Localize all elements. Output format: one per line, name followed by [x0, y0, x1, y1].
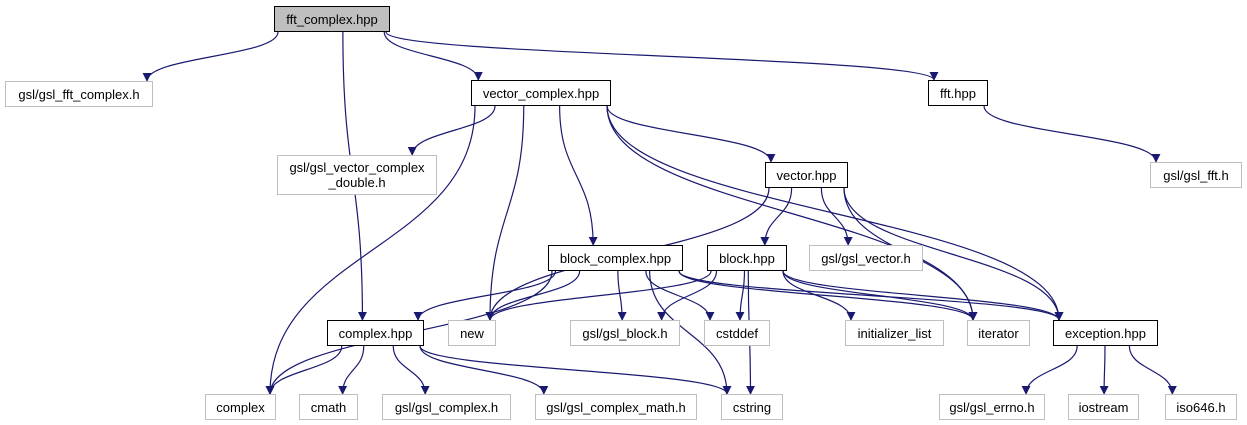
node-gsl-fft-complex-h[interactable]: gsl/gsl_fft_complex.h — [5, 81, 153, 107]
edge-vector_complex-to-new — [485, 105, 525, 321]
node-label: complex.hpp — [338, 325, 413, 341]
edge-block-to-initializer_list — [782, 270, 856, 321]
node-label: new — [460, 325, 484, 341]
node-new[interactable]: new — [448, 320, 496, 346]
node-label: vector.hpp — [776, 167, 837, 183]
edge-fft-to-gsl_fft — [983, 105, 1161, 163]
node-exception-hpp[interactable]: exception.hpp — [1053, 320, 1158, 346]
node-label: gsl/gsl_errno.h — [949, 399, 1035, 415]
node-label: block_complex.hpp — [559, 250, 672, 266]
edge-vector_complex-to-gsl_vector_complex_double — [407, 105, 496, 156]
edge-vector-to-block — [760, 187, 793, 246]
edge-block_complex-to-iterator — [678, 270, 978, 321]
node-gsl-errno-h[interactable]: gsl/gsl_errno.h — [939, 394, 1045, 420]
node-complex[interactable]: complex — [205, 394, 276, 420]
node-iostream[interactable]: iostream — [1068, 394, 1139, 420]
node-cmath[interactable]: cmath — [299, 394, 358, 420]
edge-fft_complex-to-vector_complex — [383, 31, 483, 81]
node-label: gsl/gsl_block.h — [582, 325, 668, 341]
node-vector-hpp[interactable]: vector.hpp — [765, 162, 848, 188]
node-gsl-complex-math-h[interactable]: gsl/gsl_complex_math.h — [535, 394, 697, 420]
edge-block-to-cstddef — [735, 270, 746, 321]
edge-complex_hpp-to-complex — [265, 345, 343, 395]
node-fft-hpp[interactable]: fft.hpp — [928, 80, 988, 106]
node-label: fft.hpp — [940, 85, 976, 101]
node-label: complex — [216, 399, 265, 415]
edge-complex_hpp-to-gsl_complex — [392, 345, 430, 395]
node-vector-complex-hpp[interactable]: vector_complex.hpp — [471, 80, 611, 106]
node-complex-hpp[interactable]: complex.hpp — [327, 320, 424, 346]
node-label: gsl/gsl_complex_math.h — [546, 399, 686, 415]
edge-exception-to-gsl_errno — [1021, 345, 1078, 395]
node-label: vector_complex.hpp — [482, 85, 600, 101]
edge-complex_hpp-to-gsl_complex_math — [419, 345, 549, 395]
node-label: gsl/gsl_vector_complex _double.h — [289, 160, 425, 190]
node-label: iostream — [1078, 399, 1129, 415]
edge-block_complex-to-cstring — [649, 270, 732, 395]
node-fft-complex-hpp[interactable]: fft_complex.hpp — [274, 6, 390, 32]
node-iterator[interactable]: iterator — [967, 320, 1030, 346]
node-cstddef[interactable]: cstddef — [704, 320, 770, 346]
node-gsl-complex-h[interactable]: gsl/gsl_complex.h — [382, 394, 511, 420]
node-label: exception.hpp — [1065, 325, 1146, 341]
node-gsl-vector-h[interactable]: gsl/gsl_vector.h — [809, 245, 923, 271]
edge-block-to-gsl_block — [657, 270, 718, 321]
node-iso646-h[interactable]: iso646.h — [1165, 394, 1237, 420]
node-label: gsl/gsl_fft_complex.h — [18, 86, 140, 102]
edge-block-to-exception — [782, 270, 1064, 321]
node-gsl-block-h[interactable]: gsl/gsl_block.h — [570, 320, 680, 346]
node-block-complex-hpp[interactable]: block_complex.hpp — [548, 245, 683, 271]
node-label: gsl/gsl_complex.h — [394, 399, 499, 415]
edge-vector_complex-to-block_complex — [559, 105, 598, 246]
edge-fft_complex-to-gsl_fft_complex — [142, 31, 279, 82]
node-label: gsl/gsl_vector.h — [821, 250, 911, 266]
edge-block_complex-to-exception — [678, 270, 1064, 321]
edge-block-to-new — [485, 270, 712, 321]
edge-vector_complex-to-vector — [606, 105, 776, 163]
node-gsl-vector-complex-double-h[interactable]: gsl/gsl_vector_complex _double.h — [277, 155, 437, 195]
edge-exception-to-iostream — [1099, 345, 1109, 395]
edge-complex_hpp-to-cstring — [419, 345, 732, 395]
node-block-hpp[interactable]: block.hpp — [707, 245, 787, 271]
edge-exception-to-iso646 — [1128, 345, 1177, 395]
node-label: cstring — [732, 399, 772, 415]
node-initializer-list[interactable]: initializer_list — [845, 320, 944, 346]
edge-vector-to-exception — [843, 187, 1064, 321]
node-label: iterator — [978, 325, 1019, 341]
edge-complex_hpp-to-cmath — [338, 345, 365, 395]
node-label: initializer_list — [857, 325, 932, 341]
edge-block_complex-to-cstddef — [645, 270, 715, 321]
node-label: block.hpp — [719, 250, 775, 266]
edge-block_complex-to-gsl_block — [617, 270, 627, 321]
edge-vector_complex-to-exception — [606, 105, 1064, 321]
edge-block-to-iterator — [782, 270, 978, 321]
node-cstring[interactable]: cstring — [721, 394, 783, 420]
node-label: iso646.h — [1176, 399, 1226, 415]
edge-fft_complex-to-fft — [385, 31, 939, 81]
node-label: fft_complex.hpp — [286, 11, 378, 27]
node-label: cmath — [310, 399, 347, 415]
node-label: gsl/gsl_fft.h — [1163, 167, 1229, 183]
node-label: cstddef — [716, 325, 758, 341]
edge-vector-to-gsl_vector — [820, 187, 853, 246]
edge-vector_complex-to-complex — [265, 105, 476, 395]
node-gsl-fft-h[interactable]: gsl/gsl_fft.h — [1150, 162, 1242, 188]
